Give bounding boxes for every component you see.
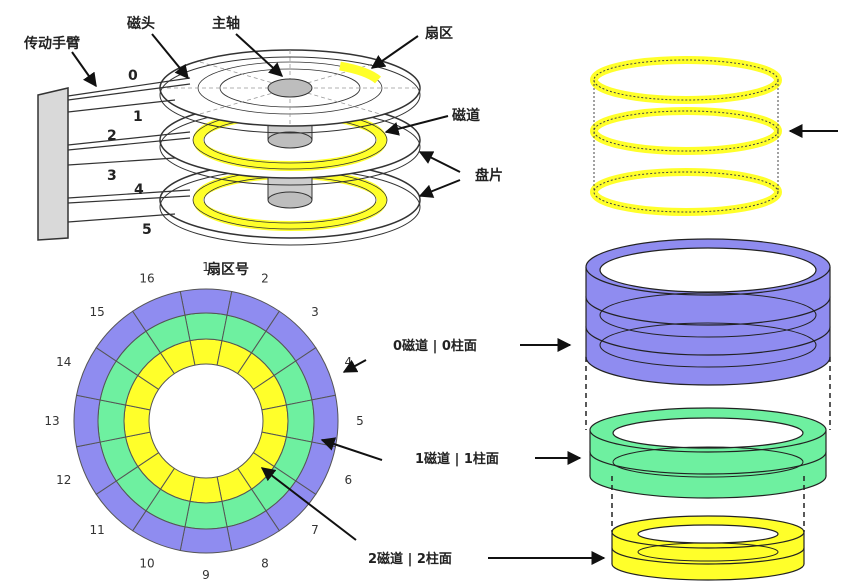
sector-number-10: 10 [139, 556, 154, 570]
cylinder-0 [585, 238, 831, 386]
head-arms [67, 77, 191, 223]
actuator-block [37, 87, 69, 241]
sector-number-6: 6 [344, 473, 352, 487]
sector-number-16: 16 [139, 272, 154, 286]
head-number-1: 1 [133, 109, 143, 125]
ring-cell-track1-sector1 [184, 312, 228, 342]
label-sector: 扇区 [425, 25, 453, 42]
head-number-2: 2 [107, 128, 117, 144]
sector-number-8: 8 [261, 556, 269, 570]
cylinder-dotted [590, 56, 838, 216]
ring-cell-track0-sector13 [123, 404, 151, 438]
disk-assembly: 0 1 2 3 4 5 传动手臂 磁头 主轴 扇区 磁道 盘片 [23, 15, 503, 246]
head-number-4: 4 [134, 182, 144, 198]
label-head: 磁头 [127, 15, 155, 32]
ring-cell-track0-sector1 [189, 338, 223, 366]
sector-highlight [339, 61, 381, 84]
sector-number-7: 7 [311, 523, 319, 537]
sector-number-1: 1 [202, 260, 210, 274]
head-number-3: 3 [107, 168, 117, 184]
sector-number-14: 14 [56, 355, 71, 369]
ring-cell-track2-sector5 [311, 394, 339, 448]
cylinder-1 [589, 407, 827, 499]
label-cyl1: 1磁道 | 1柱面 [415, 451, 499, 467]
arrow-track0 [342, 359, 367, 373]
head-number-5: 5 [142, 222, 152, 238]
arrow-track2 [260, 467, 357, 541]
cylinder-stack: 0磁道 | 0柱面 1磁道 | 1柱面 2磁道 | 2柱面 [368, 238, 831, 581]
sector-number-4: 4 [344, 355, 352, 369]
label-arm: 传动手臂 [23, 35, 80, 52]
ring-cell-track1-sector9 [184, 500, 228, 530]
arrow-track1 [320, 437, 383, 461]
label-track: 磁道 [452, 107, 480, 124]
label-cyl0: 0磁道 | 0柱面 [393, 338, 477, 354]
cylinder-guides [585, 357, 831, 532]
sector-number-9: 9 [202, 568, 210, 582]
cylinder-2 [611, 515, 805, 581]
ring-cell-track2-sector16 [131, 290, 186, 332]
head-number-0: 0 [128, 68, 138, 84]
sector-number-13: 13 [44, 414, 59, 428]
ring-cell-track1-sector5 [285, 399, 315, 443]
ring-cell-track0-sector9 [189, 476, 223, 504]
label-spindle: 主轴 [212, 15, 240, 32]
ring-cell-track2-sector13 [73, 394, 101, 448]
sector-number-12: 12 [56, 473, 71, 487]
sector-ring [73, 288, 339, 554]
ring-cell-track2-sector1 [179, 288, 233, 316]
ring-cell-track2-sector9 [179, 526, 233, 554]
spindle-top [267, 78, 313, 98]
ring-cell-track1-sector13 [97, 399, 127, 443]
sector-number-2: 2 [261, 272, 269, 286]
ring-cell-track0-sector5 [261, 404, 289, 438]
sector-number-3: 3 [311, 305, 319, 319]
label-sector-number: 扇区号 [207, 261, 249, 278]
sector-number-11: 11 [89, 523, 104, 537]
sector-number-5: 5 [356, 414, 364, 428]
label-platter: 盘片 [475, 167, 503, 184]
label-cyl2: 2磁道 | 2柱面 [368, 551, 452, 567]
sector-number-15: 15 [89, 305, 104, 319]
